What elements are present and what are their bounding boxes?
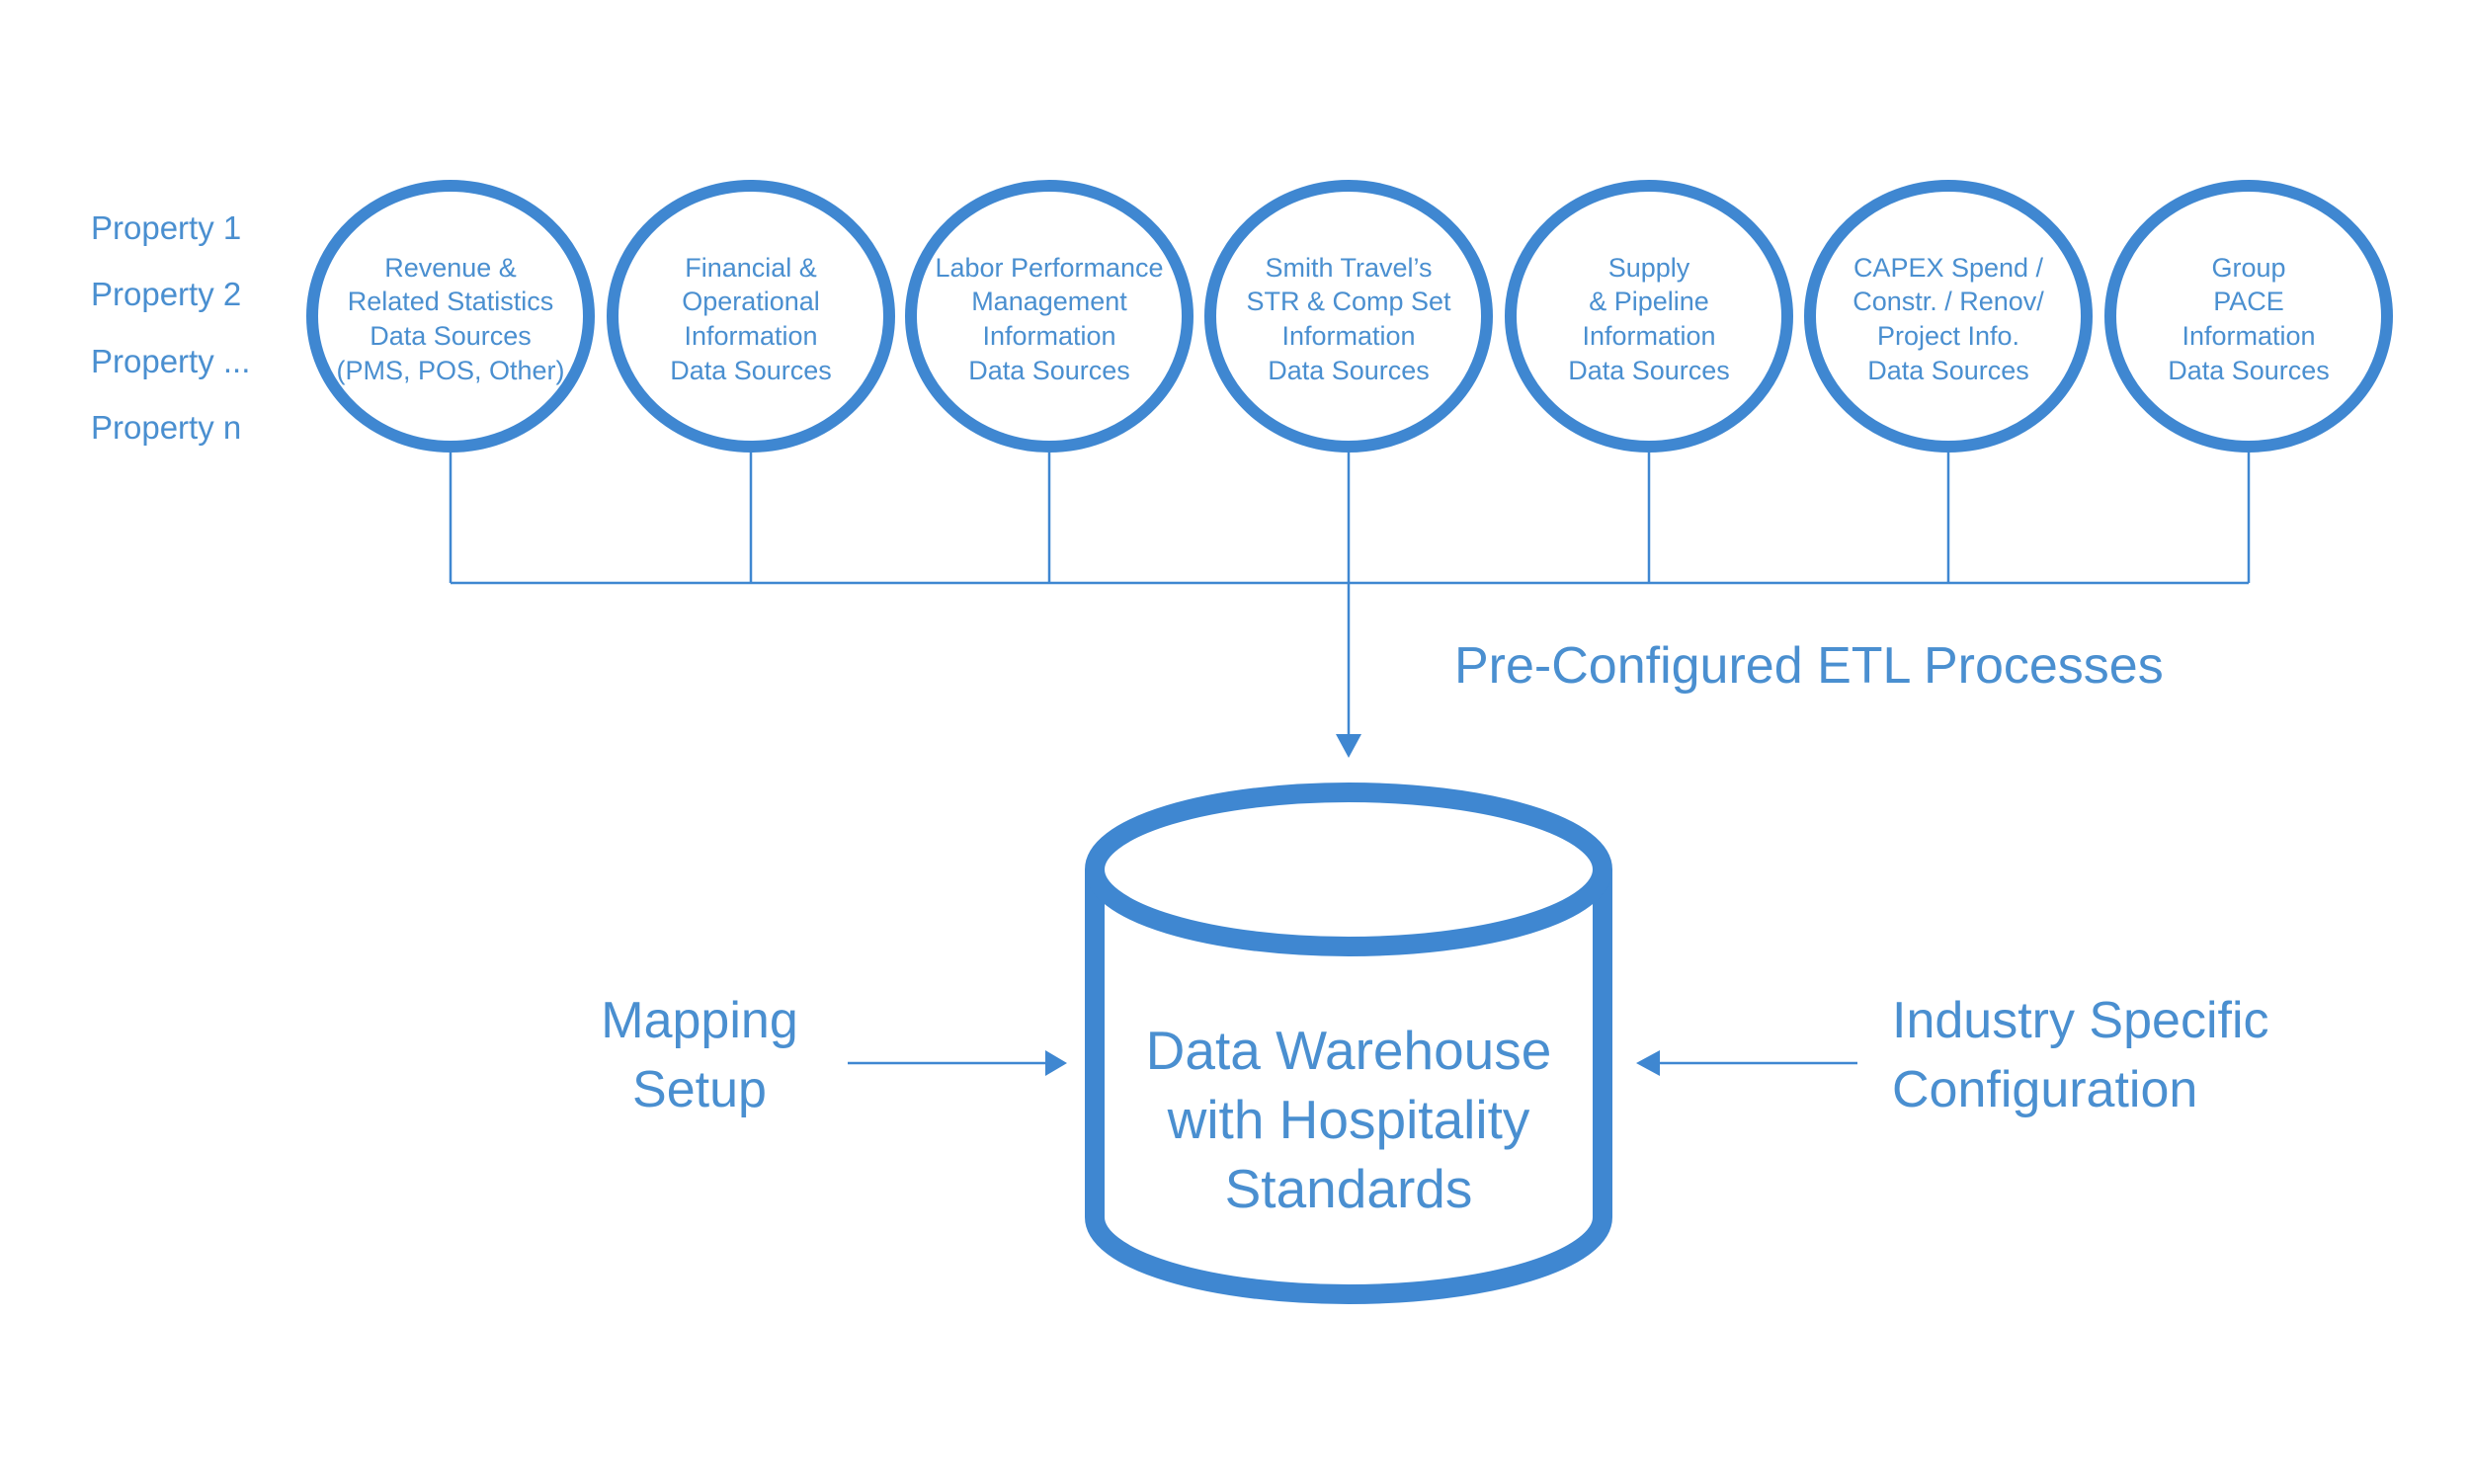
source-line: Constr. / Renov/ — [1852, 287, 2044, 316]
property-label: Property ... — [91, 343, 250, 379]
source-line: Group — [2211, 253, 2285, 283]
source-line: Data Sources — [2168, 356, 2330, 385]
source-line: Project Info. — [1877, 321, 2019, 351]
source-line: Revenue & — [384, 253, 517, 283]
source-supply: Supply & Pipeline Information Data Sourc… — [1505, 180, 1793, 453]
source-line: Information — [1582, 321, 1715, 351]
warehouse-label: with Hospitality — [1167, 1089, 1530, 1150]
source-financial: Financial & Operational Information Data… — [607, 180, 895, 453]
source-circles: Revenue & Related Statistics Data Source… — [306, 180, 2393, 453]
source-line: Data Sources — [1268, 356, 1430, 385]
source-line: Labor Performance — [935, 253, 1163, 283]
source-line: Information — [982, 321, 1115, 351]
left-input-arrow — [848, 1050, 1067, 1076]
source-line: Supply — [1608, 253, 1690, 283]
property-list: Property 1 Property 2 Property ... Prope… — [91, 209, 250, 446]
source-line: Data Sources — [1867, 356, 2029, 385]
left-input-label: Setup — [632, 1061, 767, 1118]
warehouse-label: Data Warehouse — [1146, 1020, 1552, 1081]
source-labor: Labor Performance Management Information… — [905, 180, 1194, 453]
source-line: Related Statistics — [348, 287, 554, 316]
right-input-label: Industry Specific — [1892, 992, 2269, 1049]
property-label: Property 2 — [91, 276, 241, 312]
warehouse-label: Standards — [1225, 1158, 1473, 1219]
property-label: Property 1 — [91, 209, 241, 246]
source-line: Information — [684, 321, 817, 351]
source-connectors — [449, 453, 2251, 585]
source-line: Data Sources — [968, 356, 1130, 385]
source-line: & Pipeline — [1589, 287, 1709, 316]
source-line: (PMS, POS, Other) — [336, 356, 564, 385]
source-line: STR & Comp Set — [1246, 287, 1451, 316]
source-line: Information — [2182, 321, 2315, 351]
source-line: Data Sources — [370, 321, 532, 351]
source-line: Smith Travel’s — [1265, 253, 1432, 283]
source-str: Smith Travel’s STR & Comp Set Informatio… — [1204, 180, 1493, 453]
right-input-label: Configuration — [1892, 1061, 2197, 1118]
source-capex: CAPEX Spend / Constr. / Renov/ Project I… — [1804, 180, 2093, 453]
source-line: Financial & — [685, 253, 817, 283]
property-label: Property n — [91, 409, 241, 446]
source-revenue: Revenue & Related Statistics Data Source… — [306, 180, 595, 453]
etl-arrow — [1336, 583, 1361, 758]
source-line: PACE — [2213, 287, 2284, 316]
source-line: Data Sources — [670, 356, 832, 385]
right-input-arrow — [1636, 1050, 1857, 1076]
source-line: Operational — [682, 287, 820, 316]
source-line: CAPEX Spend / — [1853, 253, 2044, 283]
source-group-pace: Group PACE Information Data Sources — [2104, 180, 2393, 453]
warehouse-cylinder — [1085, 783, 1612, 1304]
source-line: Information — [1281, 321, 1415, 351]
source-line: Management — [971, 287, 1127, 316]
etl-label: Pre-Configured ETL Processes — [1454, 637, 2164, 695]
source-line: Data Sources — [1568, 356, 1730, 385]
left-input-label: Mapping — [601, 992, 797, 1049]
